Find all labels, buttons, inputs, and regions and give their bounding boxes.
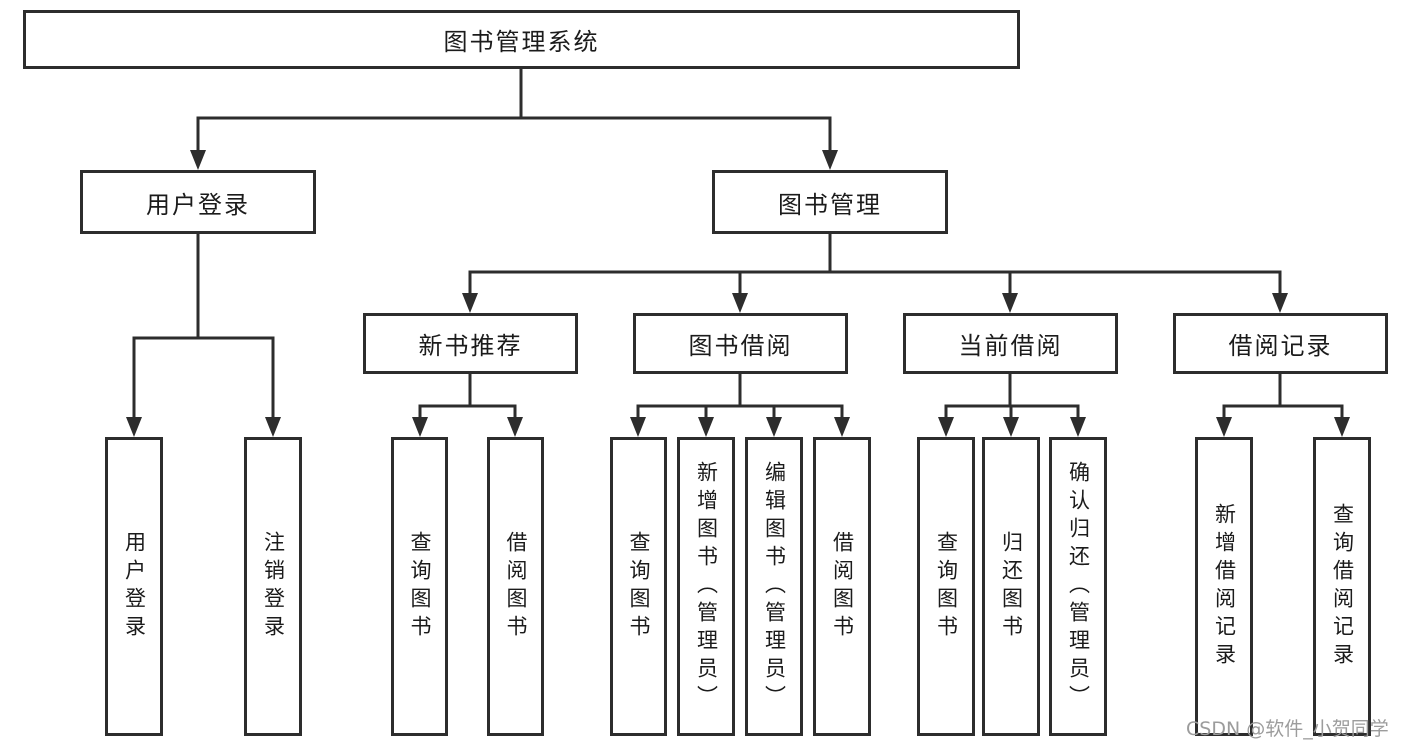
node-user-login-label: 用户登录 [146, 190, 250, 219]
leaf-confirm-return-admin-label: 确认归还（管理员） [1066, 460, 1091, 713]
leaf-query-book-recommend-label: 查询图书 [408, 530, 432, 643]
node-root-system-label: 图书管理系统 [443, 28, 600, 56]
node-book-borrow-label: 图书借阅 [688, 332, 793, 360]
node-current-borrow-label: 当前借阅 [958, 332, 1063, 360]
node-book-borrow: 图书借阅 [633, 313, 848, 374]
leaf-query-book-recommend: 查询图书 [391, 437, 448, 736]
leaf-return-book: 归还图书 [982, 437, 1040, 736]
leaf-confirm-return-admin: 确认归还（管理员） [1049, 437, 1107, 736]
leaf-borrow-book-label: 借阅图书 [830, 530, 855, 643]
csdn-watermark: CSDN @软件_小贺同学 [1186, 718, 1389, 740]
leaf-add-borrow-record-label: 新增借阅记录 [1212, 502, 1237, 671]
leaf-edit-book-admin: 编辑图书（管理员） [745, 437, 803, 736]
node-current-borrow: 当前借阅 [903, 313, 1118, 374]
leaf-query-book-borrow-label: 查询图书 [627, 530, 651, 643]
node-root-system: 图书管理系统 [23, 10, 1020, 69]
leaf-query-book-current: 查询图书 [917, 437, 975, 736]
leaf-user-login-label: 用户登录 [122, 530, 147, 643]
node-new-book-recommend-label: 新书推荐 [418, 332, 523, 360]
leaf-add-borrow-record: 新增借阅记录 [1195, 437, 1253, 736]
leaf-logout: 注销登录 [244, 437, 302, 736]
leaf-edit-book-admin-label: 编辑图书（管理员） [762, 460, 787, 713]
node-user-login: 用户登录 [80, 170, 316, 234]
node-new-book-recommend: 新书推荐 [363, 313, 578, 374]
node-borrow-records: 借阅记录 [1173, 313, 1388, 374]
leaf-borrow-book-recommend-label: 借阅图书 [504, 530, 528, 643]
leaf-query-borrow-record: 查询借阅记录 [1313, 437, 1371, 736]
leaf-query-borrow-record-label: 查询借阅记录 [1330, 502, 1355, 671]
leaf-borrow-book-recommend: 借阅图书 [487, 437, 544, 736]
node-borrow-records-label: 借阅记录 [1228, 332, 1333, 360]
leaf-user-login: 用户登录 [105, 437, 163, 736]
node-book-management: 图书管理 [712, 170, 948, 234]
leaf-query-book-borrow: 查询图书 [610, 437, 667, 736]
leaf-query-book-current-label: 查询图书 [934, 530, 959, 643]
leaf-logout-label: 注销登录 [261, 530, 286, 643]
leaf-add-book-admin: 新增图书（管理员） [677, 437, 735, 736]
node-book-management-label: 图书管理 [778, 190, 882, 219]
leaf-add-book-admin-label: 新增图书（管理员） [694, 460, 719, 713]
leaf-return-book-label: 归还图书 [999, 530, 1024, 643]
leaf-borrow-book: 借阅图书 [813, 437, 871, 736]
